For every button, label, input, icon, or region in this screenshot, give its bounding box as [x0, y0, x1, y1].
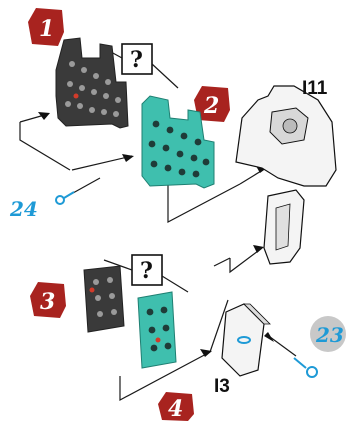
step-badge-2: 2 — [194, 86, 230, 122]
step-number-3: 3 — [40, 289, 55, 315]
question-box-top: ? — [121, 43, 153, 75]
step-badge-1: 1 — [28, 8, 64, 46]
side-panel-decal — [137, 291, 177, 369]
question-mark: ? — [140, 258, 153, 284]
step-badge-4: 4 — [158, 392, 194, 421]
instrument-panel-dark — [55, 37, 129, 129]
housing-upper — [235, 85, 337, 187]
callout-badge-right: 23 — [310, 316, 346, 352]
step-badge-3: 3 — [30, 282, 66, 318]
side-panel-dark — [83, 265, 125, 333]
part-label-i3: I3 — [214, 376, 230, 397]
callout-number-left: 24 — [9, 197, 38, 221]
pin-icon-left — [55, 191, 75, 205]
instrument-panel-decal — [141, 95, 215, 189]
step-number-4: 4 — [168, 396, 183, 421]
pin-icon-right — [293, 357, 318, 378]
housing-lower — [263, 189, 305, 265]
question-box-bottom: ? — [131, 254, 163, 286]
question-mark: ? — [130, 47, 143, 73]
decal-gauges — [148, 120, 210, 178]
panel-gauges — [65, 61, 121, 117]
small-bracket-part — [221, 303, 271, 377]
part-label-i11: I11 — [302, 78, 328, 99]
step-number-1: 1 — [39, 16, 54, 42]
step-number-2: 2 — [203, 93, 219, 119]
callout-number-right: 23 — [315, 323, 344, 347]
